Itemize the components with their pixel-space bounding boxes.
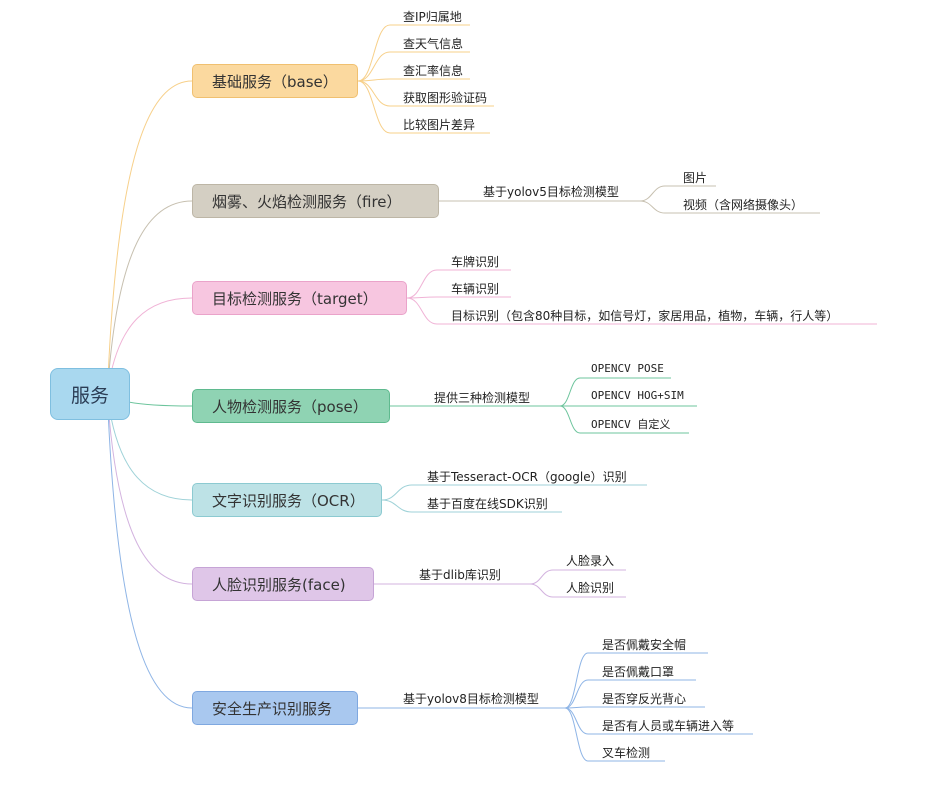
branch-label: 人脸识别服务(face) (212, 575, 346, 594)
leaf-dlib[interactable]: 基于dlib库识别 (419, 568, 501, 582)
branch-label: 安全生产识别服务 (212, 699, 333, 718)
root-node-services[interactable]: 服务 (50, 368, 130, 420)
connector-branch-leaf (381, 499, 413, 513)
leaf-fire-image[interactable]: 图片 (683, 171, 708, 185)
leaf-exchange-rate[interactable]: 查汇率信息 (403, 64, 464, 78)
connector-branch-leaf (357, 80, 391, 107)
branch-node-base[interactable]: 基础服务（base） (192, 64, 358, 98)
connector-root-branch (107, 403, 193, 585)
leaf-tesseract[interactable]: 基于Tesseract-OCR（google）识别 (427, 470, 627, 484)
connector-branch-leaf (529, 569, 554, 585)
connector-branch-leaf (559, 377, 581, 407)
branch-node-ocr[interactable]: 文字识别服务（OCR） (192, 483, 382, 517)
connector-branch-leaf (564, 707, 589, 735)
connector-root-branch (107, 409, 193, 709)
connector-root-branch (107, 297, 193, 390)
leaf-ip-location[interactable]: 查IP归属地 (403, 10, 462, 24)
connector-branch-leaf (381, 484, 413, 501)
branch-label: 目标检测服务（target） (212, 289, 378, 308)
leaf-face-enroll[interactable]: 人脸录入 (566, 554, 615, 568)
leaf-yolov8-model[interactable]: 基于yolov8目标检测模型 (403, 692, 539, 706)
connector-branch-leaf (639, 200, 666, 214)
connector-branch-leaf (357, 80, 391, 134)
connector-branch-leaf (357, 78, 391, 82)
leaf-fire-video[interactable]: 视频（含网络摄像头） (683, 198, 804, 212)
leaf-yolov5-model[interactable]: 基于yolov5目标检测模型 (483, 185, 619, 199)
branch-node-safety[interactable]: 安全生产识别服务 (192, 691, 358, 725)
leaf-helmet[interactable]: 是否佩戴安全帽 (602, 638, 687, 652)
leaf-plate-recognition[interactable]: 车牌识别 (451, 255, 500, 269)
leaf-vehicle-recognition[interactable]: 车辆识别 (451, 282, 500, 296)
leaf-opencv-hog[interactable]: OPENCV HOG+SIM (591, 389, 684, 402)
connector-branch-leaf (357, 51, 391, 82)
branch-node-face[interactable]: 人脸识别服务(face) (192, 567, 374, 601)
leaf-mask[interactable]: 是否佩戴口罩 (602, 665, 675, 679)
leaf-object-recognition[interactable]: 目标识别（包含80种目标，如信号灯，家居用品，植物，车辆，行人等） (451, 309, 839, 323)
leaf-intrusion[interactable]: 是否有人员或车辆进入等 (602, 719, 735, 733)
connector-branch-leaf (564, 679, 589, 709)
leaf-weather[interactable]: 查天气信息 (403, 37, 464, 51)
leaf-vest[interactable]: 是否穿反光背心 (602, 692, 687, 706)
branch-node-fire[interactable]: 烟雾、火焰检测服务（fire） (192, 184, 439, 218)
leaf-opencv-pose[interactable]: OPENCV POSE (591, 362, 664, 375)
connector-root-branch (107, 399, 193, 501)
branch-label: 烟雾、火焰检测服务（fire） (212, 192, 402, 211)
leaf-baidu-sdk[interactable]: 基于百度在线SDK识别 (427, 497, 548, 511)
leaf-opencv-custom[interactable]: OPENCV 自定义 (591, 418, 671, 431)
branch-label: 人物检测服务（pose） (212, 397, 368, 416)
connector-root-branch (107, 80, 193, 379)
leaf-face-recognize[interactable]: 人脸识别 (566, 581, 615, 595)
connector-branch-leaf (357, 24, 391, 82)
connector-branch-leaf (529, 583, 554, 598)
leaf-captcha[interactable]: 获取图形验证码 (403, 91, 488, 105)
leaf-forklift[interactable]: 叉车检测 (602, 746, 651, 760)
leaf-three-models[interactable]: 提供三种检测模型 (434, 391, 531, 405)
connector-branch-leaf (564, 652, 589, 709)
connector-root-branch (107, 200, 193, 385)
leaf-image-diff[interactable]: 比较图片差异 (403, 118, 476, 132)
connector-branch-leaf (564, 707, 589, 762)
branch-label: 文字识别服务（OCR） (212, 491, 365, 510)
branch-node-target[interactable]: 目标检测服务（target） (192, 281, 407, 315)
root-label: 服务 (70, 384, 109, 407)
branch-label: 基础服务（base） (212, 72, 338, 91)
connector-branch-leaf (559, 405, 581, 434)
connector-branch-leaf (406, 269, 438, 299)
connector-branch-leaf (406, 297, 438, 325)
branch-node-pose[interactable]: 人物检测服务（pose） (192, 389, 390, 423)
connector-branch-leaf (639, 185, 666, 202)
